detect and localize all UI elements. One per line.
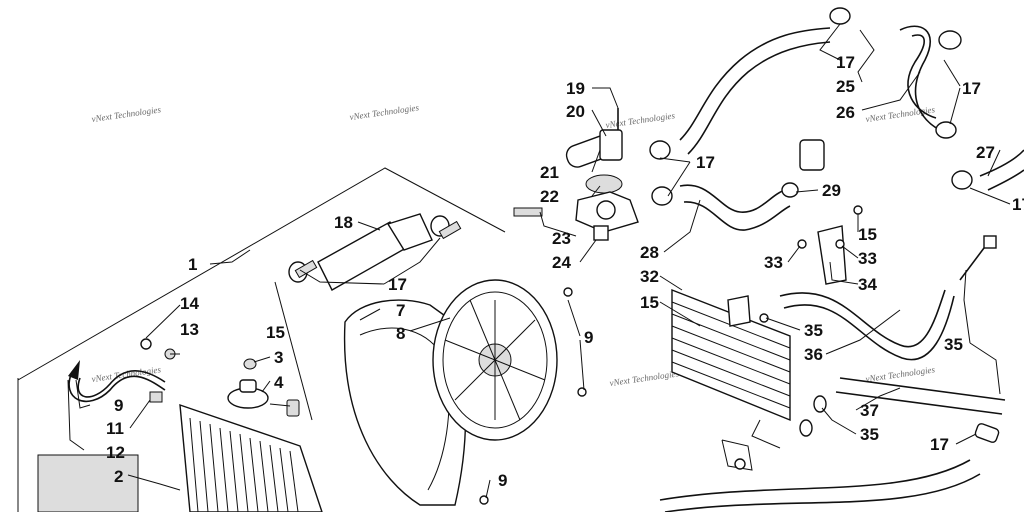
leader-lines [67, 23, 1011, 499]
callout-32: 32 [640, 267, 659, 286]
fitting-35-right [959, 235, 997, 281]
callout-34: 34 [858, 275, 877, 294]
radiator-cap [227, 379, 269, 409]
callout-27: 27 [976, 143, 995, 162]
hose-27 [951, 149, 1024, 191]
callout-24: 24 [552, 253, 571, 272]
bracket-33-34 [797, 205, 863, 285]
watermark: vNext Technologies [349, 102, 420, 122]
callout-21: 21 [540, 163, 559, 182]
callout-14: 14 [180, 294, 199, 313]
hose-25 [679, 7, 851, 155]
hose-end-arrow [68, 360, 80, 380]
callout-12: 12 [106, 443, 125, 462]
callout-15-cooler: 15 [640, 293, 659, 312]
callout-15-bracket: 15 [858, 225, 877, 244]
callout-17-hose18: 17 [388, 275, 407, 294]
callout-17-hose25: 17 [836, 53, 855, 72]
callout-25: 25 [836, 77, 855, 96]
radiator-assembly-outline [17, 167, 506, 421]
cap-gasket [243, 358, 257, 370]
callout-28: 28 [640, 243, 659, 262]
callout-9-fan: 9 [584, 328, 593, 347]
callout-9-left: 9 [114, 396, 123, 415]
callout-17-hose26: 17 [962, 79, 981, 98]
hose-28 [649, 140, 799, 231]
callouts: 1 2 3 4 7 8 9 9 9 11 12 13 14 15 15 15 1… [106, 53, 1024, 490]
watermark: vNext Technologies [609, 368, 680, 388]
callout-17-thermostat: 17 [696, 153, 715, 172]
callout-36: 36 [804, 345, 823, 364]
radiator [17, 378, 323, 512]
fittings-13-14 [140, 338, 176, 360]
fan-bolts [479, 287, 587, 505]
callout-29: 29 [822, 181, 841, 200]
callout-22: 22 [540, 187, 559, 206]
thermostat-housing [513, 108, 639, 241]
watermark: vNext Technologies [91, 104, 162, 124]
lower-bracket [721, 439, 753, 471]
callout-1: 1 [188, 255, 197, 274]
watermark: vNext Technologies [605, 110, 676, 130]
callout-15-radiator: 15 [266, 323, 285, 342]
callout-20: 20 [566, 102, 585, 121]
callout-26: 26 [836, 103, 855, 122]
callout-9-bottom: 9 [498, 471, 507, 490]
radiator-hose-18 [288, 213, 462, 291]
oil-cooler [671, 288, 791, 449]
radiator-grille [37, 454, 139, 512]
callout-7: 7 [396, 301, 405, 320]
callout-17-lower: 17 [930, 435, 949, 454]
oil-line-37 [799, 377, 1006, 437]
callout-4: 4 [274, 373, 284, 392]
radiator-fins [189, 417, 299, 512]
callout-35-right: 35 [944, 335, 963, 354]
callout-3: 3 [274, 348, 283, 367]
callout-35-bottom: 35 [860, 425, 879, 444]
cooling-fan [432, 279, 558, 441]
callout-18: 18 [334, 213, 353, 232]
callout-35-cooler: 35 [804, 321, 823, 340]
callout-17-hose27: 17 [1012, 195, 1024, 214]
callout-37: 37 [860, 401, 879, 420]
lower-hose [659, 423, 1000, 512]
callout-13: 13 [180, 320, 199, 339]
callout-19: 19 [566, 79, 585, 98]
callout-33-left: 33 [764, 253, 783, 272]
callout-2: 2 [114, 467, 123, 486]
watermark: vNext Technologies [865, 364, 936, 384]
oil-line-36 [759, 289, 955, 361]
bypass-sensor [799, 139, 825, 171]
callout-11: 11 [106, 419, 124, 438]
callout-8: 8 [396, 324, 405, 343]
callout-33-right: 33 [858, 249, 877, 268]
hose-26 [899, 25, 962, 139]
overflow-hose [68, 360, 166, 403]
cap-clip [286, 399, 300, 417]
callout-23: 23 [552, 229, 571, 248]
